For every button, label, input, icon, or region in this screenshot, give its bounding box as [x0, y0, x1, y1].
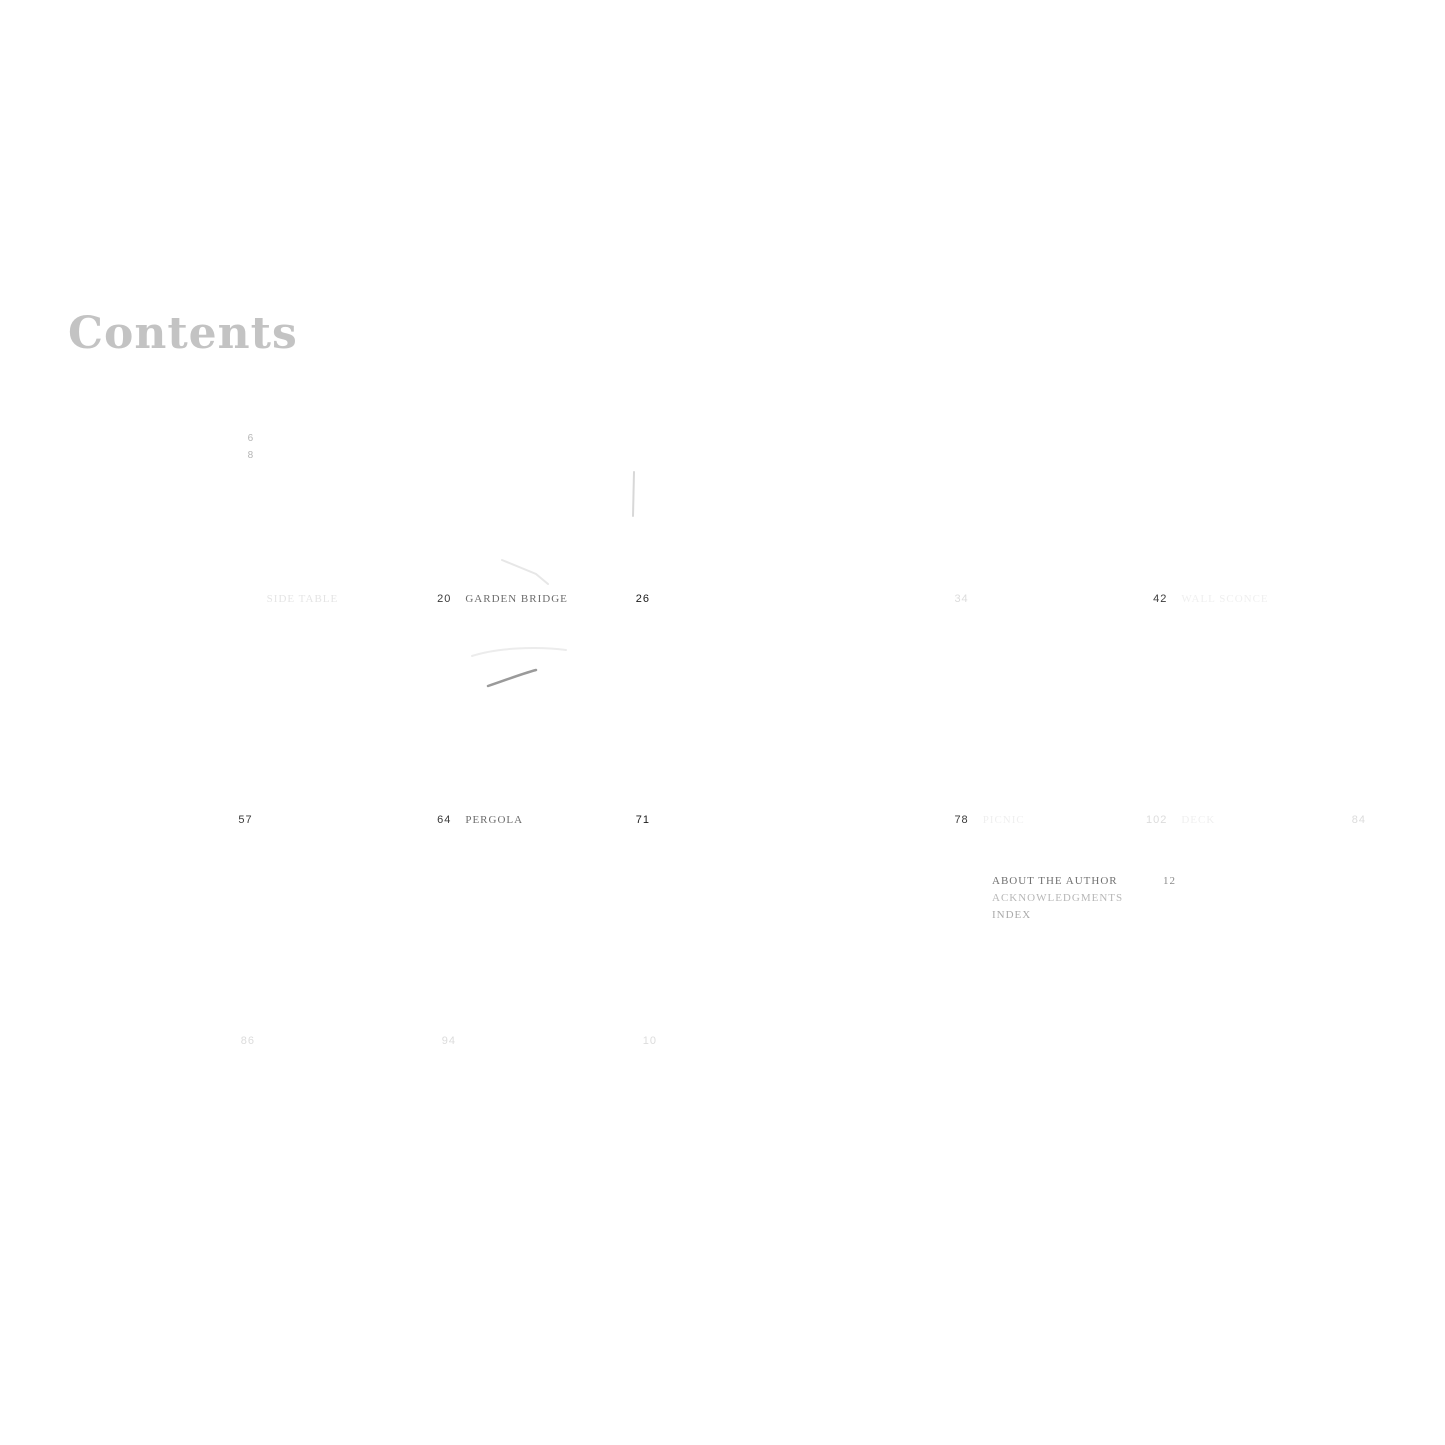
toc-page: 86	[240, 1035, 255, 1047]
sketch-mark-bridge-top	[501, 559, 549, 585]
toc-entry[interactable]	[68, 591, 267, 611]
toc-label: PERGOLA	[465, 814, 524, 826]
front-matter-page: 6	[247, 433, 254, 444]
front-matter-item[interactable]: 8	[70, 447, 254, 464]
back-matter-item[interactable]: INDEX	[992, 907, 1176, 924]
toc-page: 102	[1146, 814, 1168, 826]
toc-page: 64	[437, 814, 452, 826]
front-matter-page: 8	[247, 450, 254, 461]
toc-entry[interactable]: 10	[470, 1033, 671, 1053]
toc-page: 94	[441, 1035, 456, 1047]
front-matter-item[interactable]: 6	[70, 430, 254, 447]
toc-page: 10	[642, 1035, 657, 1047]
back-matter-label: ACKNOWLEDGMENTS	[992, 892, 1124, 904]
toc-entry[interactable]: PICNIC 102	[983, 812, 1182, 832]
toc-label: DECK	[1181, 814, 1216, 826]
toc-page: 84	[1351, 814, 1367, 826]
toc-page: 34	[954, 593, 969, 605]
back-matter-label: INDEX	[992, 909, 1032, 921]
toc-page: 71	[635, 814, 651, 826]
toc-page: 26	[635, 593, 651, 605]
sketch-mark-top	[632, 471, 635, 517]
projects-grid: SIDE TABLE 20 GARDEN BRIDGE 26 34 42 WAL…	[68, 591, 1380, 1254]
toc-entry[interactable]: PERGOLA 71	[465, 812, 664, 832]
toc-label: SIDE TABLE	[266, 593, 339, 605]
projects-row: 86 94 10	[68, 1033, 1380, 1254]
toc-entry[interactable]: DECK 84	[1181, 812, 1380, 832]
back-matter-item[interactable]: ABOUT THE AUTHOR 12	[992, 873, 1176, 890]
toc-entry[interactable]: 94	[269, 1033, 470, 1053]
toc-entry[interactable]: WALL SCONCE	[1181, 591, 1380, 611]
toc-entry[interactable]: 64	[267, 812, 466, 832]
projects-row: 57 64 PERGOLA 71 78 PICNIC 102 DECK 84	[68, 812, 1380, 1033]
back-matter-label: ABOUT THE AUTHOR	[992, 875, 1118, 887]
toc-label: PICNIC	[982, 814, 1025, 826]
toc-entry[interactable]: GARDEN BRIDGE 26	[465, 591, 664, 611]
toc-entry[interactable]	[791, 1033, 992, 1053]
toc-entry[interactable]: 57	[68, 812, 267, 832]
page-title: Contents	[68, 308, 298, 359]
toc-page: 57	[238, 814, 253, 826]
toc-entry[interactable]: SIDE TABLE 20	[267, 591, 466, 611]
projects-row: SIDE TABLE 20 GARDEN BRIDGE 26 34 42 WAL…	[68, 591, 1380, 812]
back-matter-list: ABOUT THE AUTHOR 12 ACKNOWLEDGMENTS INDE…	[992, 873, 1176, 924]
toc-label: WALL SCONCE	[1181, 593, 1269, 605]
toc-page: 20	[437, 593, 452, 605]
toc-entry[interactable]: 86	[68, 1033, 269, 1053]
front-matter-list: 6 8	[70, 430, 254, 464]
back-matter-page: 12	[1163, 875, 1176, 887]
toc-label: GARDEN BRIDGE	[465, 593, 568, 605]
toc-entry[interactable]: 34	[784, 591, 983, 611]
toc-page: 42	[1153, 593, 1168, 605]
toc-entry[interactable]: 78	[784, 812, 983, 832]
toc-entry[interactable]: 42	[983, 591, 1182, 611]
toc-page: 78	[954, 814, 969, 826]
back-matter-item[interactable]: ACKNOWLEDGMENTS	[992, 890, 1176, 907]
